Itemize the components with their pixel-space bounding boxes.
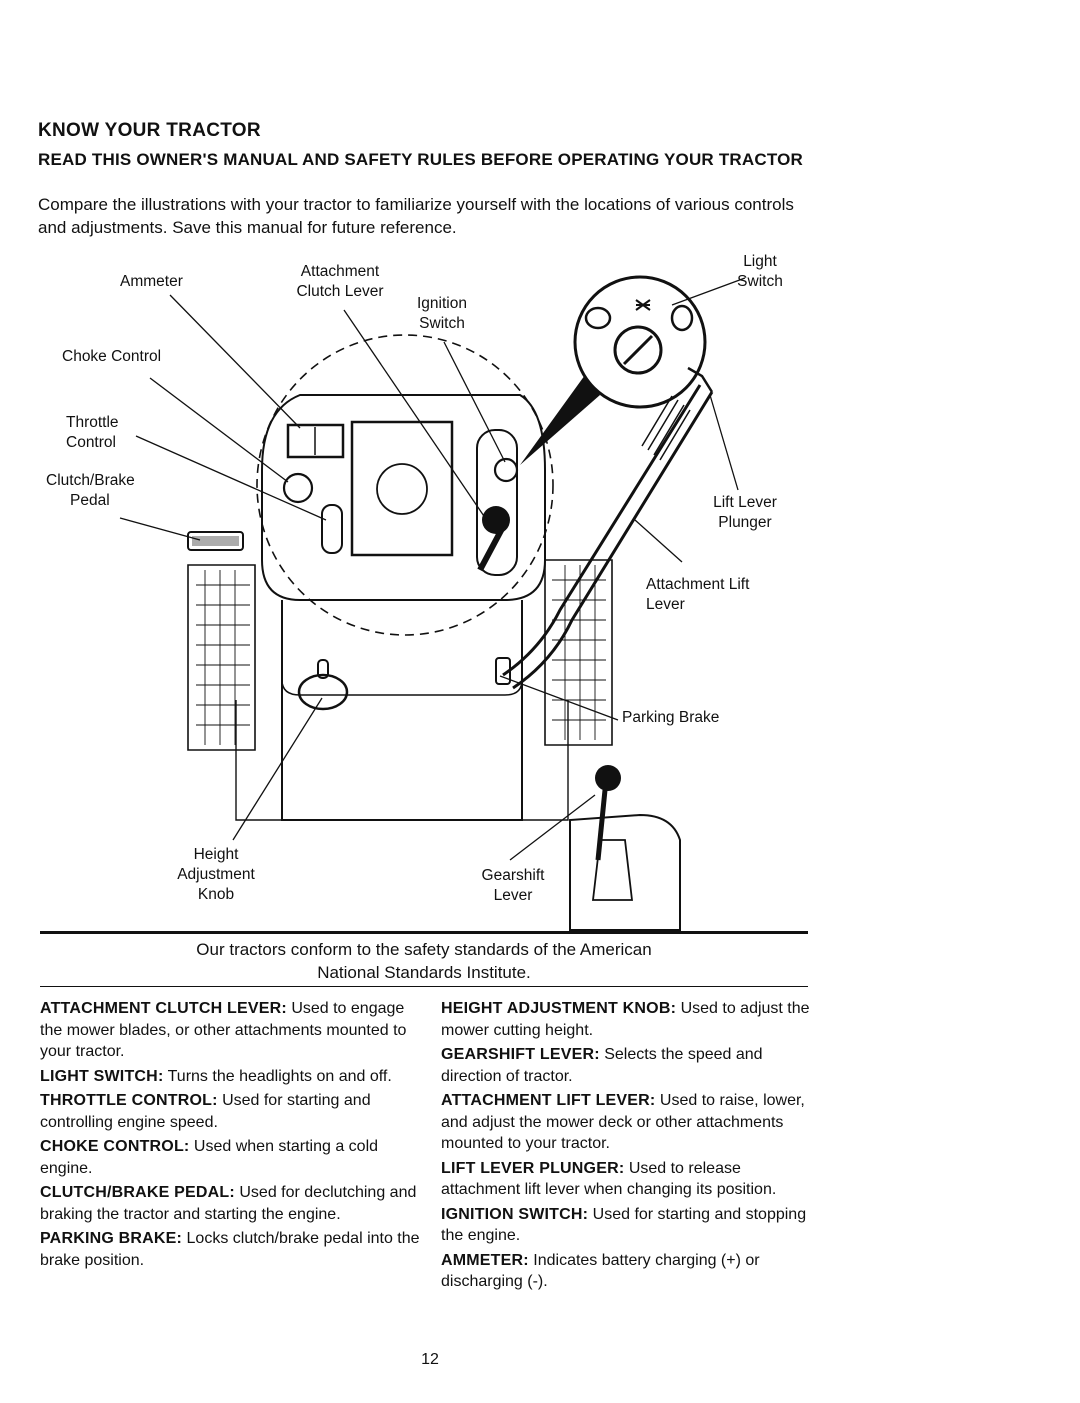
page-subtitle: READ THIS OWNER'S MANUAL AND SAFETY RULE…: [38, 150, 804, 169]
right-rear-tire: [522, 700, 569, 821]
desc-item: LIFT LEVER PLUNGER: Used to release atta…: [441, 1159, 777, 1199]
gearshift-lever: [595, 779, 609, 861]
intro-paragraph: Compare the illustrations with your trac…: [38, 195, 794, 237]
desc-item: ATTACHMENT LIFT LEVER: Used to raise, lo…: [441, 1092, 805, 1152]
desc-item: CLUTCH/BRAKE PEDAL: Used for declutching…: [40, 1184, 417, 1223]
leader-throttle: [135, 435, 327, 521]
descriptions-right-column: HEIGHT ADJUSTMENT KNOB: Used to adjust t…: [441, 998, 811, 1296]
throttle-slot: [321, 504, 343, 554]
right-fender: [544, 559, 613, 746]
leader-lift-plunger: [709, 394, 739, 491]
leader-clutch-pedal: [119, 517, 201, 541]
attachment-lift-lever: [502, 384, 702, 677]
left-rear-tire: [235, 700, 282, 821]
center-dial: [376, 463, 428, 515]
page-title: KNOW YOUR TRACTOR: [38, 120, 261, 141]
desc-item: HEIGHT ADJUSTMENT KNOB: Used to adjust t…: [441, 1000, 810, 1039]
label-throttle-control: Throttle Control: [66, 414, 119, 451]
divider-bottom: [40, 986, 808, 987]
label-clutch-brake-pedal: Clutch/Brake Pedal: [46, 472, 135, 509]
desc-item: PARKING BRAKE: Locks clutch/brake pedal …: [40, 1230, 420, 1269]
ignition-switch-knob: [493, 457, 519, 483]
gearshift-ball: [595, 765, 621, 791]
leader-choke: [149, 377, 289, 483]
light-switch-magnifier: [573, 275, 707, 409]
dash-view-oval: [256, 334, 554, 636]
center-panel: [350, 420, 454, 557]
leader-clutch-lever: [343, 309, 491, 526]
ammeter-gauge: [286, 423, 345, 459]
left-fender: [187, 564, 256, 751]
leader-ammeter: [169, 294, 301, 429]
label-lift-lever-plunger: Lift Lever Plunger: [713, 494, 777, 531]
label-height-adjustment-knob: Height Adjustment Knob: [177, 846, 255, 903]
lift-plunger-ball: [482, 506, 510, 534]
page-number: 12: [421, 1351, 439, 1368]
label-ammeter: Ammeter: [120, 273, 183, 290]
label-light-switch: Light Switch: [737, 253, 783, 290]
leader-lift-lever: [634, 519, 683, 563]
leader-ignition: [443, 341, 506, 463]
desc-item: CHOKE CONTROL: Used when starting a cold…: [40, 1138, 379, 1177]
dashboard-outline: [261, 394, 546, 601]
height-adjustment-knob: [297, 673, 349, 711]
label-parking-brake: Parking Brake: [622, 709, 720, 726]
desc-item: AMMETER: Indicates battery charging (+) …: [441, 1251, 760, 1291]
ansi-conform-note: Our tractors conform to the safety stand…: [196, 940, 652, 982]
tractor-body: [281, 600, 523, 821]
desc-item: THROTTLE CONTROL: Used for starting and …: [40, 1092, 371, 1131]
choke-knob: [282, 472, 314, 504]
gearshift-housing: [569, 813, 681, 931]
label-ignition-switch: Ignition Switch: [417, 295, 467, 332]
leader-light-switch: [671, 277, 746, 306]
leader-parking-brake: [499, 675, 619, 721]
descriptions-left-column: ATTACHMENT CLUTCH LEVER: Used to engage …: [40, 998, 420, 1274]
label-attachment-clutch-lever: Attachment Clutch Lever: [296, 263, 384, 300]
leader-gearshift: [509, 794, 596, 861]
desc-item: GEARSHIFT LEVER: Selects the speed and d…: [441, 1046, 763, 1085]
label-gearshift-lever: Gearshift Lever: [481, 867, 545, 904]
magnifier-cone: [520, 375, 600, 465]
label-attachment-lift-lever: Attachment Lift Lever: [646, 576, 750, 613]
desc-item: ATTACHMENT CLUTCH LEVER: Used to engage …: [40, 1000, 407, 1060]
label-choke-control: Choke Control: [62, 348, 162, 365]
leader-height-knob: [232, 697, 323, 841]
desc-item: LIGHT SWITCH: Turns the headlights on an…: [40, 1067, 392, 1085]
divider-top: [40, 931, 808, 934]
parking-brake-latch: [495, 657, 511, 685]
clutch-brake-pedal: [187, 531, 244, 551]
desc-item: IGNITION SWITCH: Used for starting and s…: [441, 1205, 807, 1245]
clutch-lever-slot: [476, 429, 518, 576]
